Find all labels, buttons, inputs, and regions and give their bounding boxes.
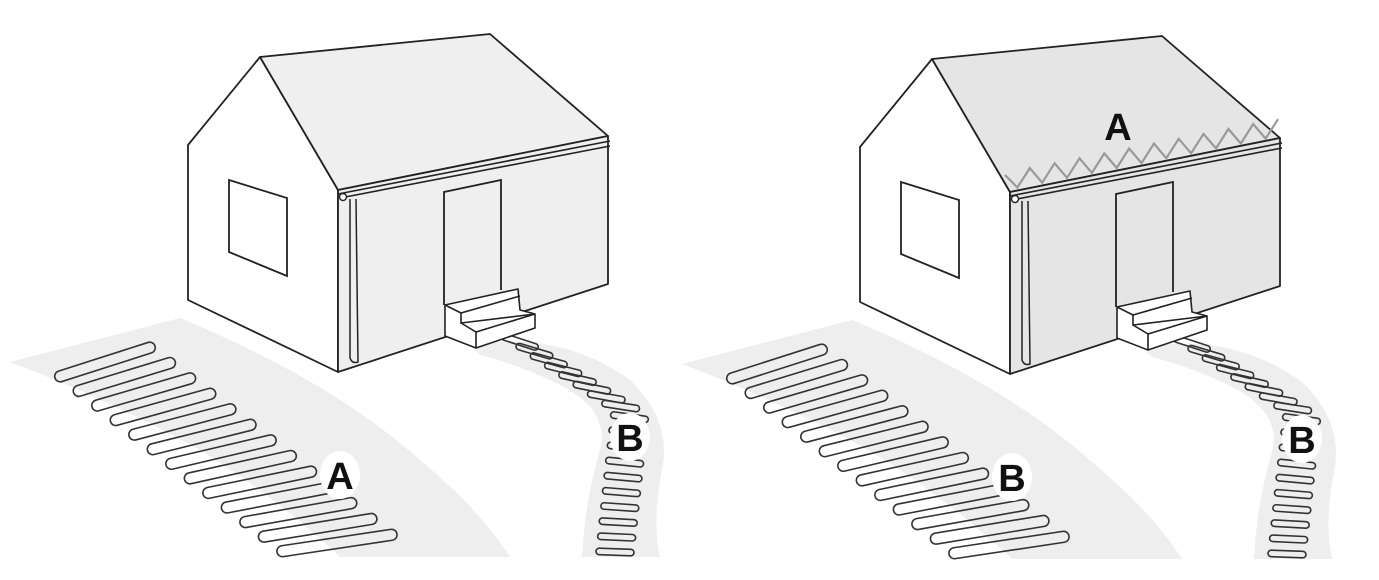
path-heating-cable-loop [529, 352, 568, 369]
walkway-heating-cable-loop [762, 374, 869, 414]
gutter-end [1010, 194, 1020, 204]
path-heating-cable-loop [1273, 488, 1314, 500]
svg-text:B: B [998, 458, 1025, 500]
house-front-wall [1009, 137, 1281, 375]
path-heating-cable-loop [600, 501, 640, 513]
step-edges [1116, 297, 1208, 350]
walkway-heating-cable-loop [818, 420, 929, 458]
path-heating-cable-loop [1201, 354, 1240, 371]
gutter-end [338, 192, 348, 202]
walkway-heating-cable-loop [146, 418, 257, 456]
svg-text:B: B [616, 418, 643, 460]
path-heating-cable-loop [1273, 401, 1313, 415]
walkway-heating-cable-loop [128, 403, 237, 441]
svg-text:B: B [1288, 420, 1315, 462]
path-heating-cable-loop [1267, 549, 1307, 559]
walkway-heating-cable-loop [874, 467, 990, 502]
house-door [443, 178, 502, 305]
downspout [349, 198, 359, 364]
walkway-heating-cable-loop [276, 528, 398, 558]
walkway-heating-cable-loop [183, 449, 298, 485]
door-steps [444, 288, 536, 349]
door-steps [1116, 290, 1208, 351]
walkway-heating-cable-loop [744, 358, 849, 400]
label-left-path: B [610, 413, 650, 461]
label-right-roof: A [1104, 107, 1131, 149]
walkway-heating-cable-loop [781, 389, 889, 429]
walkway-heating-cable-loop [800, 405, 909, 443]
walkway-heating-cable-loop [165, 434, 277, 471]
roof-gutter [337, 140, 611, 199]
walkway-heating-cable-loop [837, 436, 949, 473]
path-heating-cable-loop [1268, 534, 1309, 544]
walkway-heating-cable-loop [929, 514, 1050, 545]
path-heating-cable-loop [595, 547, 635, 557]
path-heating-cable-loop [596, 532, 637, 542]
walkway-heating-cable-loop [257, 512, 378, 543]
house-front-wall [337, 135, 609, 373]
scene-with-roof-heating [682, 35, 1336, 560]
svg-text:A: A [1104, 107, 1131, 149]
downspout [1021, 200, 1031, 366]
svg-text:A: A [326, 456, 353, 498]
walkway-heating-cable-loop [72, 356, 177, 398]
house-window [900, 180, 960, 280]
path-heating-cable-loop [515, 342, 554, 360]
path-heating-cable-loop [598, 517, 638, 528]
path-heating-cable-loop [1187, 344, 1226, 362]
walkway-heating-cable-loop [911, 498, 1030, 531]
step-edges [444, 295, 536, 348]
walkway-heating-cable-loop [948, 530, 1070, 560]
house-door [1115, 180, 1174, 307]
label-right-path: B [1282, 415, 1322, 463]
walkway-heating-cable-loop [53, 341, 157, 383]
roof-gutter [1009, 142, 1283, 201]
walkway-heating-cable-loop [90, 372, 197, 412]
house-window [228, 178, 288, 278]
path-heating-cable-loop [1270, 519, 1310, 530]
walkway-heating-cable-loop [202, 465, 318, 500]
roof-heating-cable [1004, 118, 1279, 190]
walkway-heating-cable-loop [239, 496, 358, 529]
walkway-heating-cable-loop [855, 451, 970, 487]
walkway-heating-cable-loop [725, 343, 829, 385]
label-left-walkway: A [320, 451, 360, 499]
path-heating-cable-loop [1275, 473, 1315, 485]
path-heating-cable-loop [603, 471, 643, 483]
path-heating-cable-loop [1272, 503, 1312, 515]
scene-without-roof-heating [10, 33, 664, 558]
path-heating-cable-loop [601, 399, 641, 413]
walkway-heating-cable-loop [109, 387, 217, 427]
label-right-walkway: B [992, 453, 1032, 501]
path-heating-cable-loop [601, 486, 642, 498]
